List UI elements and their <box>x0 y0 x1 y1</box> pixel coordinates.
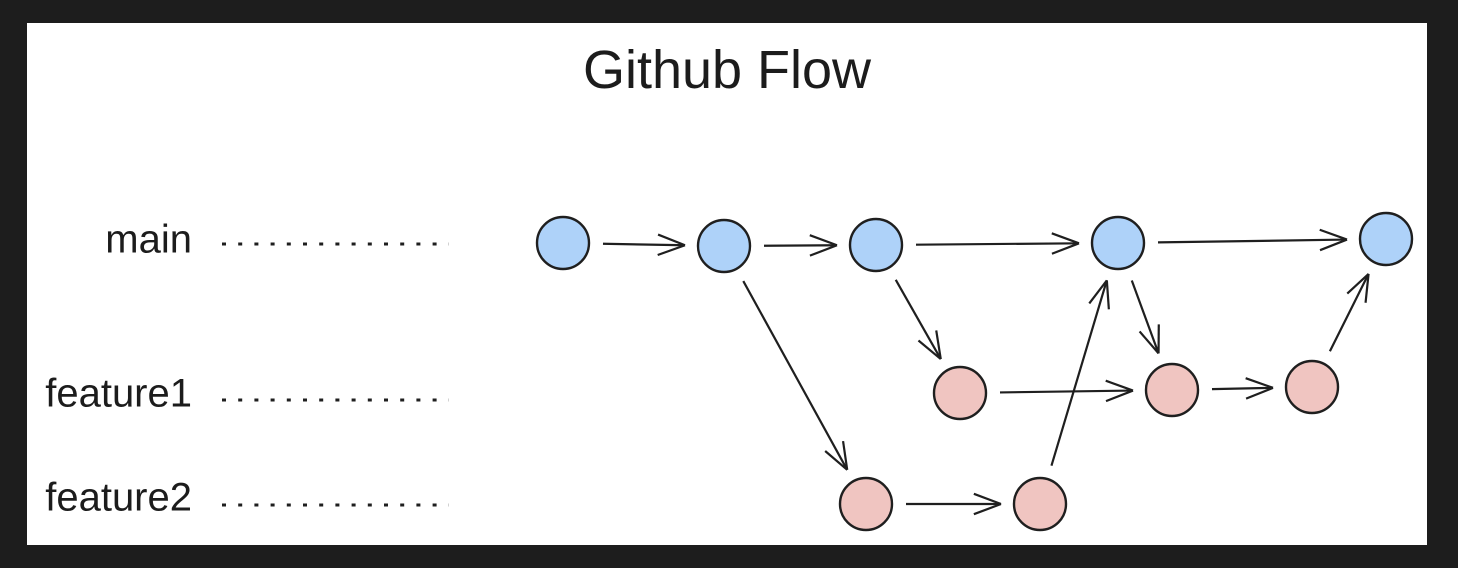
merge-arrow-f2b-m4 <box>1050 279 1110 466</box>
commit-arrow-f1b-f1c <box>1211 377 1274 400</box>
diagram-canvas: Github Flow main feature1 feature2 <box>27 23 1427 545</box>
lane-label-main: main <box>105 217 192 262</box>
commit-arrow-m1-m2 <box>602 233 686 257</box>
merge-arrow-f1c-m5 <box>1328 273 1370 352</box>
commit-arrow-f2a-f2b <box>906 492 1002 516</box>
commit-node-m5-main <box>1358 211 1414 267</box>
commit-node-f1c-feature1 <box>1284 359 1340 415</box>
commit-arrow-m4-m5 <box>1157 228 1348 252</box>
commit-node-f1a-feature1 <box>932 365 988 421</box>
commit-node-m3-main <box>848 217 904 273</box>
commit-node-f2b-feature2 <box>1012 476 1068 532</box>
commit-node-f2a-feature2 <box>838 476 894 532</box>
commit-node-f1b-feature1 <box>1144 362 1200 418</box>
lane-label-feature1: feature1 <box>45 371 192 416</box>
commit-arrow-m2-m3 <box>763 234 838 257</box>
branch-arrow-m3-f1a <box>894 279 942 360</box>
git-graph-svg <box>222 211 1414 532</box>
commit-arrow-m3-m4 <box>915 232 1080 255</box>
diagram-title: Github Flow <box>582 40 872 100</box>
branch-arrow-m2-f2a <box>742 280 849 471</box>
commit-node-m1-main <box>535 215 591 271</box>
commit-node-m4-main <box>1090 215 1146 271</box>
commit-arrow-f1a-f1b <box>999 379 1134 403</box>
lane-label-feature2: feature2 <box>45 475 192 520</box>
branch-arrow-m4-f1b <box>1130 280 1160 355</box>
commit-node-m2-main <box>696 218 752 274</box>
